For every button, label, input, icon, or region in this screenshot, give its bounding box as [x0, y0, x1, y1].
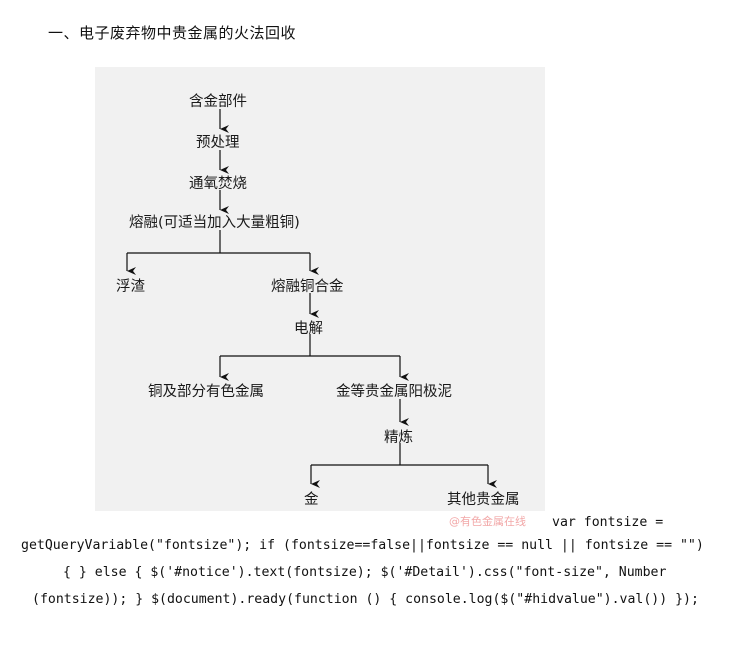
node-oxygen-incineration: 通氧焚烧	[189, 176, 247, 192]
node-molten-copper-alloy: 熔融铜合金	[271, 279, 344, 295]
node-smelting: 熔融(可适当加入大量粗铜)	[129, 215, 300, 231]
page-heading: 一、电子废弃物中贵金属的火法回收	[48, 24, 297, 42]
code-line-1: var fontsize =	[552, 515, 664, 530]
node-pretreatment: 预处理	[196, 135, 240, 151]
node-other-precious-metals: 其他贵金属	[447, 492, 520, 508]
code-line-4: (fontsize)); } $(document).ready(functio…	[32, 592, 699, 607]
node-refining: 精炼	[384, 430, 413, 446]
node-electrolysis: 电解	[294, 321, 323, 337]
code-line-3: { } else { $('#notice').text(fontsize); …	[63, 565, 667, 580]
node-copper-nonferrous: 铜及部分有色金属	[148, 384, 264, 400]
flowchart-panel	[95, 67, 545, 511]
node-dross: 浮渣	[116, 279, 145, 295]
node-anode-slime: 金等贵金属阳极泥	[336, 384, 452, 400]
code-line-2: getQueryVariable("fontsize"); if (fontsi…	[21, 538, 704, 553]
node-gold: 金	[304, 492, 319, 508]
node-gold-parts: 含金部件	[189, 94, 247, 110]
watermark-text: @有色金属在线	[449, 515, 526, 528]
